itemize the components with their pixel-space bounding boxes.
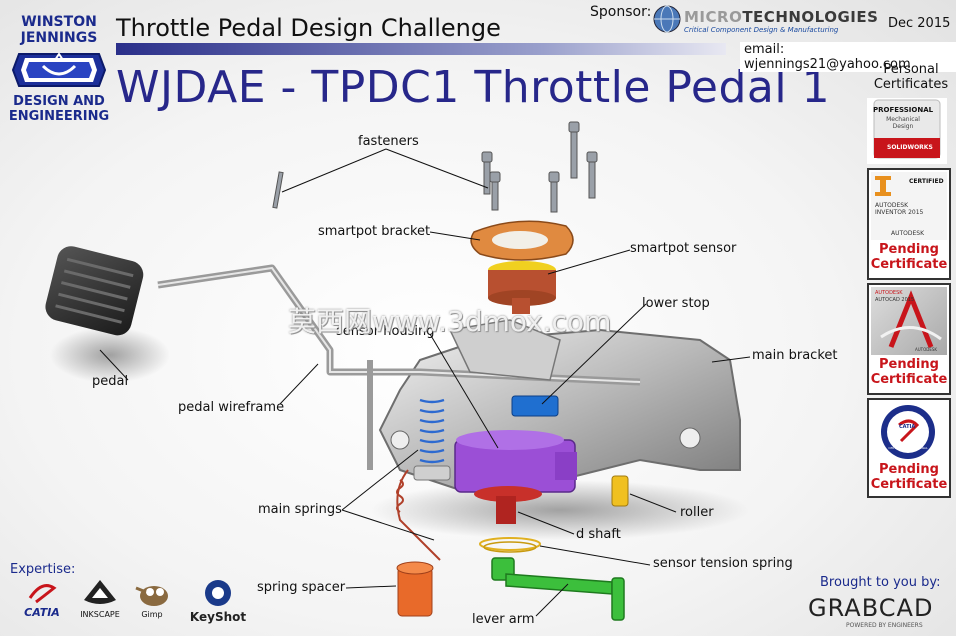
- catia-seal-icon: [881, 405, 935, 459]
- label-roller: roller: [680, 505, 714, 520]
- cert2-brand: AUTODESK: [891, 230, 925, 237]
- sponsor-name-a: MICRO: [684, 8, 743, 26]
- exploded-assembly-diagram: [45, 121, 751, 621]
- bracket-shadow: [370, 480, 750, 540]
- sponsor-globe-icon: [653, 5, 681, 33]
- cert3-sub: AUTOCAD 2015: [875, 297, 915, 303]
- roller-part: [611, 475, 629, 507]
- cert3-brand: AUTODESK: [915, 347, 938, 352]
- tool-inkscape: INKSCAPE: [76, 578, 124, 619]
- sponsor-label: Sponsor:: [590, 4, 652, 20]
- cert4-sub: CERTIFIED PROFESSIONAL: [888, 446, 928, 450]
- label-lever-arm: lever arm: [472, 612, 535, 627]
- email-link[interactable]: email: wjennings21@yahoo.com: [740, 42, 956, 72]
- grabcad-tagline: POWERED BY ENGINEERS: [846, 622, 923, 629]
- cert-inventor[interactable]: CERTIFIED AUTODESK INVENTOR 2015 AUTODES…: [867, 168, 951, 280]
- grabcad-logo[interactable]: GRABCAD: [808, 594, 933, 622]
- cert2-sub: AUTODESK INVENTOR 2015: [875, 202, 924, 216]
- cert1-name: PROFESSIONAL: [873, 106, 934, 114]
- tool-catia: CATIA: [12, 578, 72, 619]
- label-smartpot-sensor: smartpot sensor: [630, 241, 737, 256]
- label-smartpot-bracket: smartpot bracket: [318, 224, 431, 239]
- label-sensor-tension-spring: sensor tension spring: [653, 556, 793, 571]
- title-underline-bar: [116, 43, 726, 55]
- tool-keyshot-label: KeyShot: [189, 610, 247, 624]
- solidworks-badge-icon: [873, 99, 941, 159]
- cert1-brand: SOLIDWORKS: [887, 144, 933, 151]
- cert4-name: CATIA: [899, 424, 916, 430]
- lever-arm-part: [491, 557, 625, 621]
- spring-tail: [396, 469, 441, 561]
- logo-bottom-text: DESIGN AND ENGINEERING: [8, 94, 110, 124]
- logo-emblem-icon: [11, 52, 107, 87]
- brought-by-label: Brought to you by:: [820, 575, 941, 590]
- d-shaft-part: [496, 496, 516, 524]
- certificates-title: Personal Certificates: [873, 62, 949, 92]
- inkscape-logo-icon: [84, 580, 116, 604]
- keyshot-logo-icon: [205, 580, 231, 606]
- tool-gimp: Gimp: [128, 578, 176, 619]
- label-pedal-wireframe: pedal wireframe: [178, 400, 285, 415]
- expertise-label: Expertise:: [10, 562, 76, 577]
- tool-inkscape-label: INKSCAPE: [80, 610, 120, 619]
- label-spring-spacer: spring spacer: [257, 580, 346, 595]
- cert-solidworks[interactable]: PROFESSIONAL Mechanical Design SOLIDWORK…: [867, 98, 947, 164]
- cert1-sub: Mechanical Design: [886, 116, 920, 130]
- cert3-status: Pending Certificate: [870, 357, 948, 387]
- tool-catia-label: CATIA: [24, 606, 60, 619]
- date-label: Dec 2015: [888, 16, 951, 31]
- cert2-name: CERTIFIED: [909, 178, 944, 185]
- bracket-hole-right: [679, 427, 701, 449]
- cert2-status: Pending Certificate: [870, 242, 948, 272]
- watermark: 莫西网www.3dmox.com: [288, 305, 612, 338]
- autocad-art-icon: [880, 290, 942, 348]
- sponsor-name-b: TECHNOLOGIES: [742, 8, 879, 26]
- d-shaft-head: [474, 486, 542, 502]
- fastener-screws: [272, 121, 598, 213]
- sensor-tension-spring-part: [479, 537, 541, 551]
- cert-autocad[interactable]: AUTODESK AUTOCAD 2015 AUTODESK Pending C…: [867, 283, 951, 395]
- label-lower-stop: lower stop: [642, 296, 710, 311]
- sponsor-name: MICROTECHNOLOGIES: [684, 8, 878, 26]
- bracket-hole-left: [390, 430, 410, 450]
- spring-spacer-part: [397, 567, 433, 617]
- tool-keyshot: KeyShot: [188, 578, 248, 624]
- grabcad-text-b: CAD: [878, 594, 934, 622]
- label-main-bracket: main bracket: [752, 348, 838, 363]
- challenge-title: Throttle Pedal Design Challenge: [116, 14, 501, 42]
- tool-gimp-label: Gimp: [141, 610, 163, 619]
- lower-stop-plate: [448, 319, 561, 381]
- gimp-logo-icon: [135, 586, 168, 606]
- main-springs-part: [419, 398, 445, 464]
- sponsor-tagline: Critical Component Design & Manufacturin…: [684, 26, 839, 34]
- grabcad-text-a: GRAB: [808, 594, 879, 622]
- pedal-part: [45, 246, 144, 336]
- label-d-shaft: d shaft: [576, 527, 621, 542]
- company-logo: WINSTON JENNINGS DESIGN AND ENGINEERING: [6, 14, 112, 124]
- catia-logo-icon: [28, 584, 57, 604]
- lower-stop-part: [511, 395, 559, 417]
- cert4-status: Pending Certificate: [870, 462, 948, 492]
- logo-top-text: WINSTON JENNINGS: [20, 14, 98, 46]
- cert3-name: AUTODESK: [875, 290, 903, 296]
- inventor-logo-icon: [875, 176, 891, 196]
- label-pedal: pedal: [92, 374, 129, 389]
- label-main-springs: main springs: [258, 502, 342, 517]
- page-title: WJDAE - TPDC1 Throttle Pedal 1: [116, 62, 831, 113]
- label-sensor-housing: sensor housing: [336, 324, 435, 339]
- label-fasteners: fasteners: [358, 134, 419, 149]
- pedal-shadow: [50, 327, 170, 383]
- leader-lines: [99, 148, 751, 617]
- cert-catia[interactable]: CATIA CERTIFIED PROFESSIONAL Pending Cer…: [867, 398, 951, 498]
